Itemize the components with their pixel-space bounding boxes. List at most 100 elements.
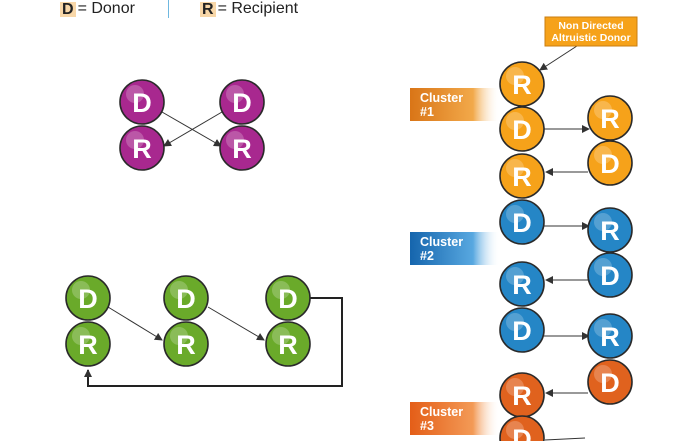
green-recipient-3-label: R [278, 330, 298, 360]
green-donor-3-shine [272, 281, 290, 299]
c2-donor-c: D [499, 307, 545, 353]
legend-donor-text: = Donor [77, 0, 135, 17]
green-donor-3-circle [265, 275, 311, 321]
c1-recipient-b-circle [587, 95, 633, 141]
c3-donor-a-shine [506, 421, 524, 439]
c3-recipient-a: R [499, 372, 545, 418]
c1-recipient-a-circle [499, 61, 545, 107]
c2-donor-a-label: D [512, 208, 532, 238]
c1-donor-b-circle [587, 140, 633, 186]
green-recipient-2-shine [170, 327, 188, 345]
c1-donor-a-circle [499, 106, 545, 152]
c3-tail [544, 437, 586, 441]
c2-recipient-a-label: R [512, 270, 532, 300]
cluster-3-band [410, 402, 500, 435]
ndad-box [544, 16, 638, 47]
cluster-label-1: Cluster#1 [410, 88, 500, 121]
green-recipient-1-circle [65, 321, 111, 367]
cluster-1-text-line1: Cluster [420, 91, 463, 105]
purple-donor-2-label: D [232, 88, 252, 118]
c2-donor-a: D [499, 199, 545, 245]
cluster-3-text-line1: Cluster [420, 405, 463, 419]
c3-recipient-b-circle [587, 313, 633, 359]
chain-arrow-2 [207, 306, 265, 341]
green-donor-2: D [163, 275, 209, 321]
legend-donor: D = Donor [60, 0, 135, 18]
green-donor-2-circle [163, 275, 209, 321]
c1-donor-a-label: D [512, 115, 532, 145]
c2-donor-c-shine [506, 313, 524, 331]
green-donor-3-label: D [278, 284, 298, 314]
c2-recipient-b-circle [587, 207, 633, 253]
c2-donor-b: D [587, 252, 633, 298]
purple-donor-2-circle [219, 79, 265, 125]
c3-recipient-b-label: R [600, 322, 620, 352]
cluster-1-text-line2: #1 [420, 105, 434, 119]
cluster-label-3: Cluster#3 [410, 402, 500, 435]
green-donor-2-label: D [176, 284, 196, 314]
purple-recipient-1-label: R [132, 134, 152, 164]
c1-recipient-b: R [587, 95, 633, 141]
legend-recipient: R = Recipient [200, 0, 298, 18]
green-recipient-3: R [265, 321, 311, 367]
c2-recipient-a-circle [499, 261, 545, 307]
c2-donor-a-circle [499, 199, 545, 245]
purple-recipient-2-circle [219, 125, 265, 171]
c1-recipient-a-label: R [512, 70, 532, 100]
green-recipient-1-label: R [78, 330, 98, 360]
purple-donor-2-shine [226, 85, 244, 103]
c1-recipient-b-shine [594, 101, 612, 119]
c3-recipient-b-shine [594, 319, 612, 337]
green-recipient-2: R [163, 321, 209, 367]
swap-arrow-left-to-right [161, 111, 222, 147]
c2-donor-b-circle [587, 252, 633, 298]
c3-donor-b-shine [594, 365, 612, 383]
green-recipient-1: R [65, 321, 111, 367]
purple-donor-1-label: D [132, 88, 152, 118]
purple-recipient-1: R [119, 125, 165, 171]
c1-donor-b-label: D [600, 149, 620, 179]
cluster-label-2: Cluster#2 [410, 232, 500, 265]
c2-recipient-a: R [499, 261, 545, 307]
c3-recipient-b: R [587, 313, 633, 359]
green-donor-1-label: D [78, 284, 98, 314]
purple-recipient-2-shine [226, 131, 244, 149]
c1-recipient-c-circle [499, 153, 545, 199]
c2-donor-b-shine [594, 258, 612, 276]
c1-donor-b: D [587, 140, 633, 186]
c1-recipient-c-shine [506, 159, 524, 177]
c2-recipient-b-shine [594, 213, 612, 231]
ndad-text-line2: Altruistic Donor [551, 32, 630, 44]
c1-recipient-b-label: R [600, 104, 620, 134]
legend-recipient-key: R [200, 0, 216, 18]
purple-donor-2: D [219, 79, 265, 125]
purple-recipient-1-circle [119, 125, 165, 171]
green-donor-1-shine [72, 281, 90, 299]
green-donor-2-shine [170, 281, 188, 299]
chain-return-arrow [84, 297, 343, 387]
c1-donor-a: D [499, 106, 545, 152]
c1-recipient-a: R [499, 61, 545, 107]
legend-divider [168, 0, 169, 18]
cluster-2-text-line1: Cluster [420, 235, 463, 249]
green-recipient-2-label: R [176, 330, 196, 360]
c3-recipient-a-shine [506, 378, 524, 396]
c1-donor-a-shine [506, 112, 524, 130]
swap-arrow-right-to-left [163, 111, 223, 147]
purple-donor-1: D [119, 79, 165, 125]
c2-donor-a-shine [506, 205, 524, 223]
c3-donor-a: D [499, 415, 545, 441]
legend-recipient-text: = Recipient [217, 0, 299, 17]
ndad-text-line1: Non Directed [558, 20, 623, 32]
legend-donor-key: D [60, 0, 76, 18]
purple-recipient-2: R [219, 125, 265, 171]
c2-recipient-b-label: R [600, 216, 620, 246]
purple-recipient-1-shine [126, 131, 144, 149]
purple-donor-1-shine [126, 85, 144, 103]
c3-donor-a-label: D [512, 424, 532, 441]
green-donor-1-circle [65, 275, 111, 321]
c2-donor-c-label: D [512, 316, 532, 346]
cluster-2-text-line2: #2 [420, 249, 434, 263]
c2-donor-c-circle [499, 307, 545, 353]
